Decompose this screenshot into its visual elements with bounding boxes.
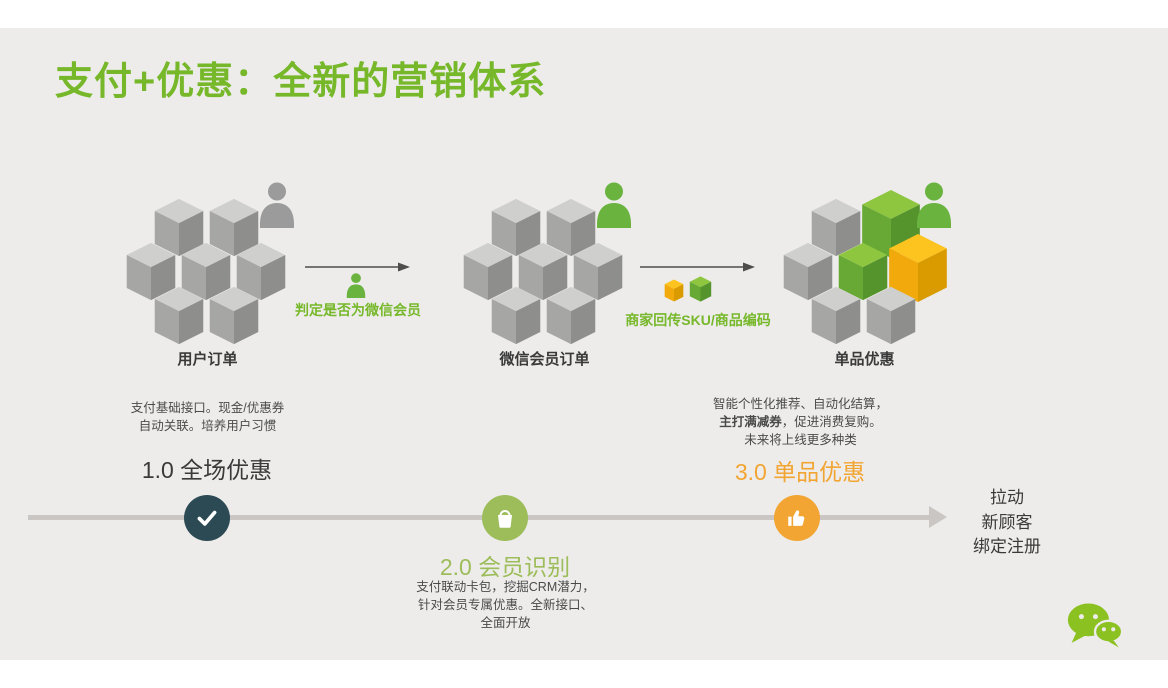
group-member-orders: 微信会员订单	[462, 182, 631, 368]
note-line: 针对会员专属优惠。全新接口、	[417, 598, 593, 613]
milestone-1-label: 1.0 全场优惠	[141, 457, 273, 483]
note-line: 未来将上线更多种类	[744, 433, 857, 448]
timeline-end-text: 拉动 新顾客 绑定注册	[947, 486, 1067, 560]
member-person-icon	[345, 273, 367, 298]
cube-gray	[125, 242, 177, 301]
note-line: 自动关联。培养用户习惯	[138, 419, 277, 434]
arrow-right-icon	[640, 262, 755, 272]
arrow-right-icon	[305, 262, 410, 272]
group-label: 微信会员订单	[499, 351, 590, 368]
flow-arrow-2: 商家回传SKU/商品编码	[625, 260, 771, 328]
note-line: 支付联动卡包，挖掘CRM潜力，	[416, 580, 595, 594]
timeline-arrow-icon	[929, 506, 947, 528]
flow-arrow-1: 判定是否为微信会员	[295, 260, 421, 318]
wechat-logo	[1066, 600, 1124, 652]
note-line: 主打满减券，促进消费复购。	[688, 413, 913, 431]
person-icon	[914, 182, 954, 228]
timeline	[28, 515, 929, 520]
note-line: 全面开放	[480, 616, 531, 631]
cube-grid	[462, 198, 627, 348]
end-text-line: 绑定注册	[973, 537, 1041, 557]
milestone-2-label: 2.0 会员识别	[439, 554, 571, 580]
end-text-line: 新顾客	[981, 512, 1033, 532]
cube-gray	[462, 242, 514, 301]
note-segment: ，促进消费复购。	[781, 415, 882, 430]
note-line: 智能个性化推荐、自动化结算，	[712, 397, 888, 411]
group-item-discount: 单品优惠	[782, 182, 951, 368]
cube-gray	[810, 198, 862, 257]
cube-yellow	[887, 233, 949, 303]
cube-grid	[125, 198, 290, 348]
slide-background	[0, 28, 1168, 660]
person-icon	[594, 182, 634, 228]
cube-gray	[545, 286, 597, 345]
gift-bag-icon	[482, 495, 528, 541]
cube-grid	[782, 190, 949, 348]
milestone-3-label: 3.0 单品优惠	[734, 459, 866, 485]
group-label: 用户订单	[177, 351, 238, 368]
cube-gray	[180, 242, 232, 301]
cube-gray	[208, 286, 260, 345]
arrow-caption: 判定是否为微信会员	[295, 302, 421, 318]
group-user-orders: 用户订单	[125, 182, 294, 368]
check-icon	[184, 495, 230, 541]
arrow-caption: 商家回传SKU/商品编码	[625, 312, 771, 328]
person-icon	[257, 182, 297, 228]
cube-gray	[153, 286, 205, 345]
cube-gray	[545, 198, 597, 257]
note-line: 支付基础接口。现金/优惠券	[130, 401, 285, 415]
cube-gray	[208, 198, 260, 257]
note-user-orders: 支付基础接口。现金/优惠券 自动关联。培养用户习惯	[100, 399, 315, 435]
cube-gray	[782, 242, 834, 301]
note-bold-segment: 主打满减券	[719, 415, 782, 430]
cube-gray	[572, 242, 624, 301]
cube-gray	[235, 242, 287, 301]
group-label: 单品优惠	[834, 351, 895, 368]
cube-gray	[490, 286, 542, 345]
cube-gray	[865, 286, 917, 345]
end-text-line: 拉动	[990, 488, 1024, 507]
sku-cubes-icon	[664, 276, 712, 302]
page-title: 支付+优惠：全新的营销体系	[55, 61, 547, 103]
note-item-discount: 智能个性化推荐、自动化结算， 主打满减券，促进消费复购。 未来将上线更多种类	[688, 395, 913, 449]
cube-gray	[490, 198, 542, 257]
cube-gray	[517, 242, 569, 301]
cube-green	[837, 242, 889, 301]
thumbs-up-icon	[774, 495, 820, 541]
cube-gray	[810, 286, 862, 345]
note-member-id: 支付联动卡包，挖掘CRM潜力， 针对会员专属优惠。全新接口、 全面开放	[393, 578, 618, 632]
cube-gray	[153, 198, 205, 257]
